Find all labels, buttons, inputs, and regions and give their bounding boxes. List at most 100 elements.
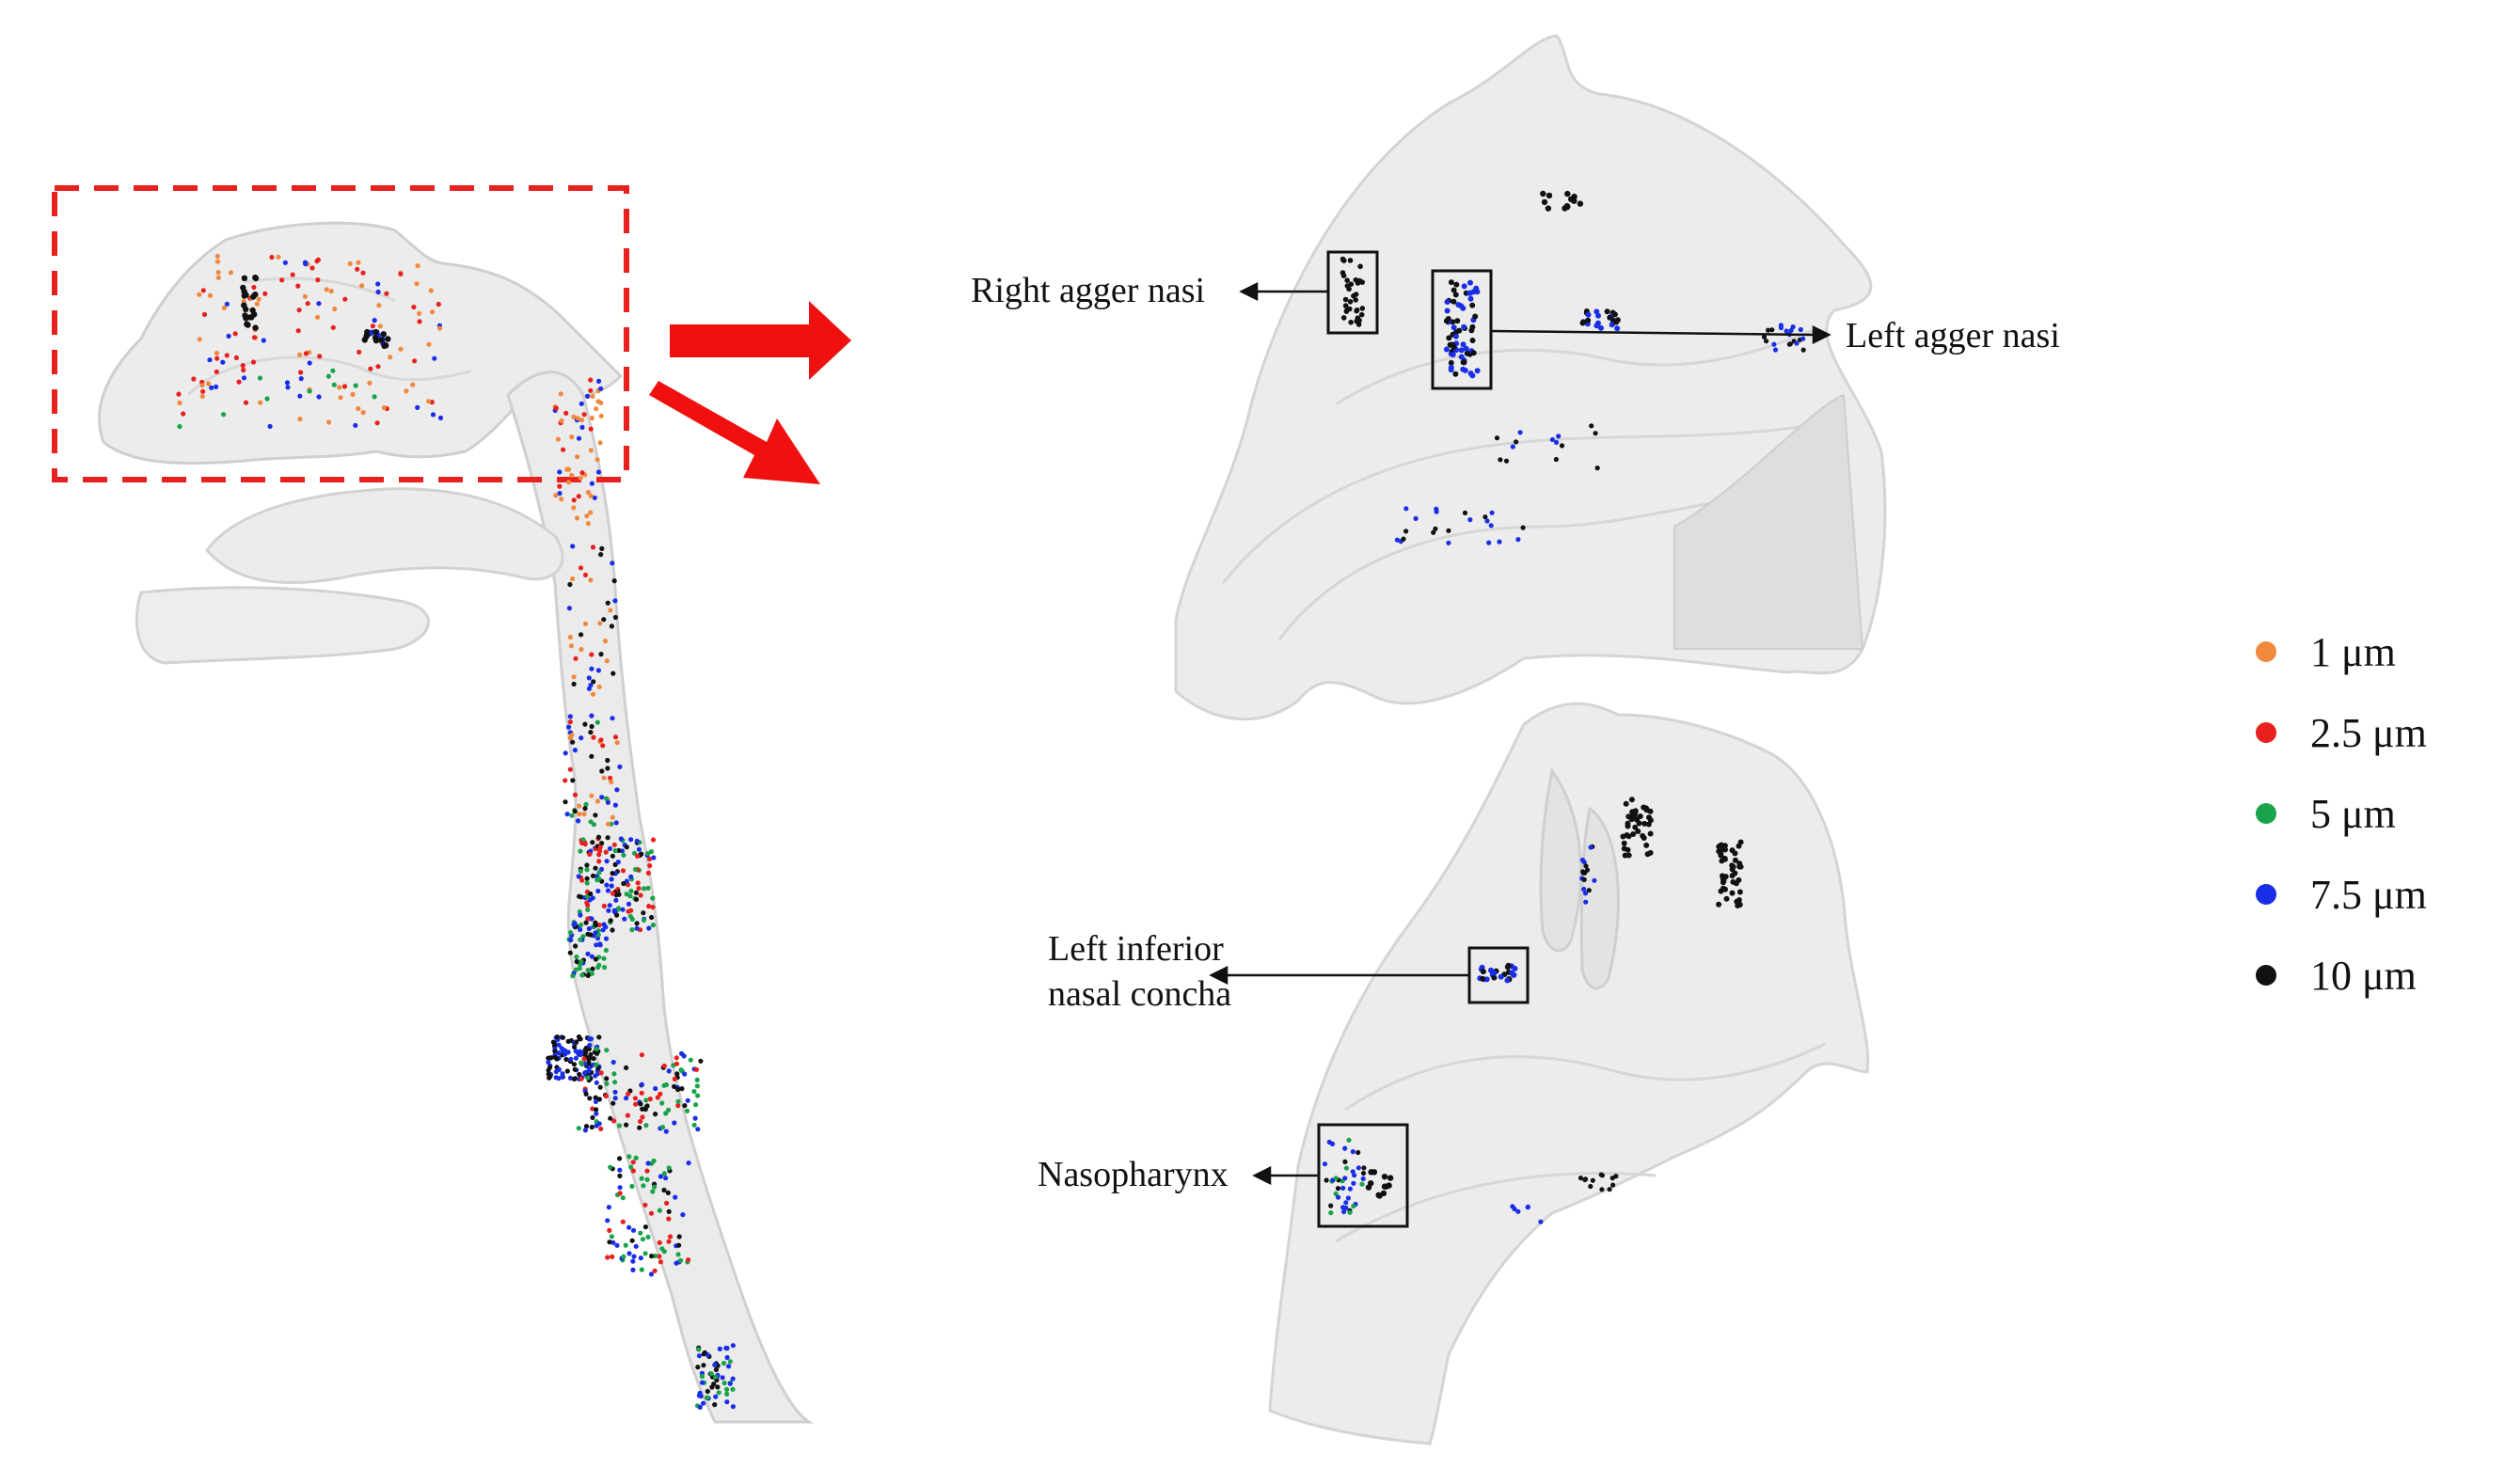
particle-dot (191, 376, 197, 382)
particle-dot (1455, 302, 1462, 308)
particle-dot (620, 1195, 626, 1201)
particle-dot (1356, 1149, 1361, 1156)
particle-dot (404, 388, 409, 394)
particle-dot (604, 1048, 610, 1053)
particle-dot (342, 296, 348, 302)
particle-dot (317, 354, 323, 359)
particle-dot (567, 950, 573, 955)
particle-dot (692, 1115, 698, 1121)
particle-dot (653, 1085, 658, 1092)
particle-dot (324, 287, 329, 292)
particle-dot (727, 1381, 733, 1386)
particle-dot (1335, 1186, 1341, 1192)
particle-dot (674, 1055, 679, 1061)
nasal-view-bottom-shape (1268, 702, 1870, 1445)
particle-dot (630, 1168, 636, 1174)
particle-dot (1498, 457, 1503, 463)
particle-dot (682, 1071, 688, 1077)
particle-dot (674, 1071, 680, 1077)
particle-dot (572, 1076, 579, 1081)
particle-dot (1451, 324, 1457, 331)
particle-dot (599, 545, 605, 552)
particle-dot (1525, 1205, 1530, 1210)
particle-dot (577, 1071, 582, 1078)
particle-dot (640, 1106, 645, 1112)
particle-dot (1736, 876, 1742, 883)
particle-dot (585, 521, 591, 527)
particle-dot (181, 411, 186, 417)
particle-dot (605, 757, 610, 764)
particle-dot (1350, 1169, 1356, 1175)
particle-dot (564, 1068, 570, 1074)
legend-label: 10 μm (2310, 952, 2417, 999)
particle-dot (571, 674, 577, 680)
particle-dot (332, 306, 338, 312)
particle-dot (1443, 318, 1450, 324)
particle-dot (595, 719, 600, 725)
particle-dot (573, 655, 579, 661)
particle-dot (1463, 345, 1469, 352)
particle-dot (661, 1171, 668, 1176)
particle-dot (633, 1243, 639, 1249)
particle-dot (657, 1254, 662, 1259)
particle-dot (641, 910, 646, 916)
particle-dot (367, 380, 373, 386)
particle-dot (678, 1067, 684, 1073)
particle-dot (241, 367, 246, 373)
particle-dot (666, 1216, 672, 1222)
label-left-agger-nasi: Left agger nasi (1846, 316, 2060, 355)
particle-dot (597, 440, 603, 446)
particle-dot (1764, 339, 1769, 344)
particle-dot (1559, 443, 1565, 449)
particle-dot (359, 283, 365, 289)
particle-dot (252, 274, 259, 281)
particle-dot (1351, 1203, 1356, 1209)
legend-label: 2.5 μm (2310, 709, 2427, 756)
particle-dot (585, 972, 591, 978)
particle-dot (1736, 860, 1743, 867)
leader-arrowhead (1239, 281, 1259, 302)
particle-dot (1350, 1149, 1356, 1155)
particle-dot (635, 880, 641, 886)
particle-dot (652, 1184, 658, 1190)
particle-dot (645, 851, 651, 857)
particle-dot (589, 971, 595, 976)
particle-dot (361, 337, 368, 343)
particle-dot (1598, 324, 1604, 331)
particle-dot (1545, 205, 1552, 212)
particle-dot (355, 266, 360, 272)
particle-dot (589, 793, 595, 798)
particle-dot (589, 481, 595, 486)
particle-dot (585, 916, 591, 922)
particle-dot (1509, 970, 1515, 976)
particle-dot (1564, 190, 1571, 197)
particle-dot (1342, 303, 1349, 308)
particle-dot (1464, 350, 1470, 356)
particle-dot (1491, 974, 1498, 981)
particle-dot (649, 1254, 655, 1259)
particle-dot (628, 874, 634, 879)
particle-dot (596, 684, 602, 689)
particle-dot (653, 1253, 658, 1259)
particle-dot (220, 359, 226, 365)
particle-dot (612, 802, 619, 808)
particle-dot (614, 787, 620, 793)
particle-dot (552, 1054, 558, 1060)
particle-dot (587, 1042, 593, 1048)
particle-dot (1583, 863, 1589, 869)
particle-dot (633, 1101, 639, 1107)
legend-item: 10 μm (2256, 935, 2481, 1016)
particle-dot (659, 1125, 666, 1130)
particle-dot (672, 1083, 677, 1089)
particle-dot (632, 866, 639, 873)
particle-dot (675, 1252, 681, 1257)
particle-dot (586, 675, 592, 681)
particle-dot (426, 399, 432, 404)
particle-dot (625, 1113, 631, 1118)
particle-dot (353, 422, 358, 428)
particle-dot (594, 1046, 600, 1052)
particle-dot (573, 943, 579, 949)
particle-dot (557, 469, 563, 475)
particle-dot (297, 417, 303, 422)
particle-dot (269, 254, 275, 260)
